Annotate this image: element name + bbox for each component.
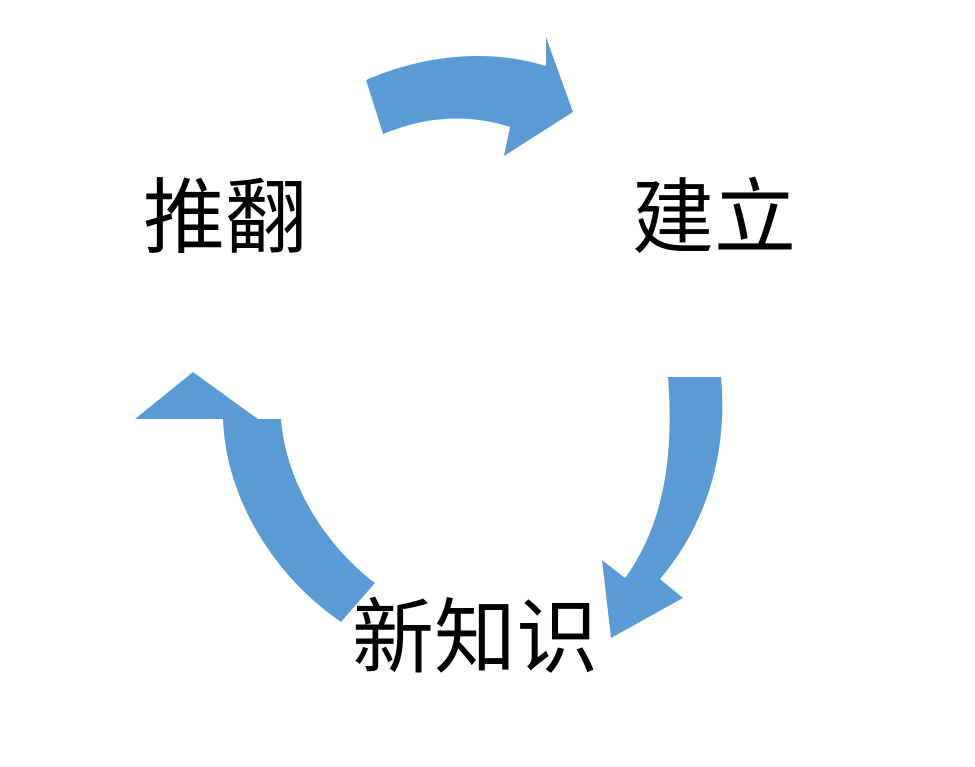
- node-label-overturn: 推翻: [143, 171, 308, 266]
- node-label-establish: 建立: [632, 171, 797, 266]
- node-label-new-knowledge: 新知识: [352, 591, 599, 686]
- arrow-top-curved: [366, 37, 573, 156]
- arrow-right-curved: [602, 377, 723, 638]
- arrow-left-curved: [135, 372, 375, 622]
